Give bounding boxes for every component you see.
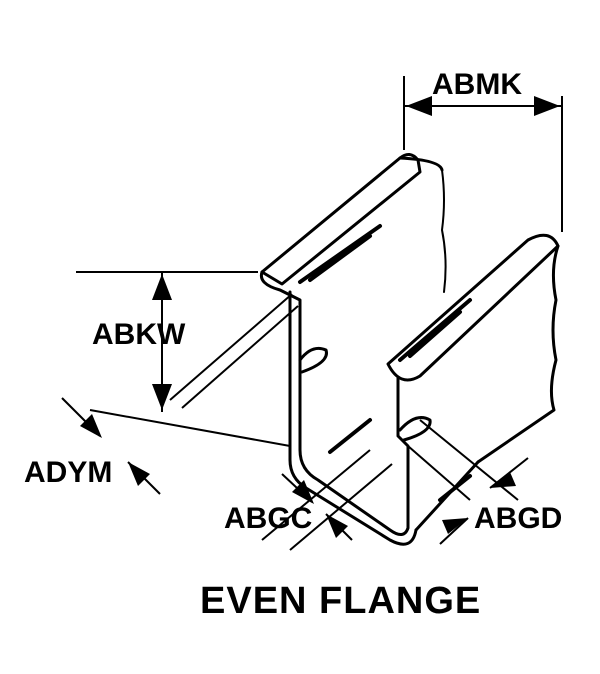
far-left-lip [260,153,422,286]
abmk-arrow-right [534,96,560,116]
dim-label-abgc: ABGC [224,502,313,535]
abmk-arrow-left [406,96,432,116]
far-wall-top [398,156,444,172]
adym-arrow-a [80,414,102,438]
adym-line-b [181,305,299,409]
abgd-leader-b [439,517,469,545]
abgd-ext-b [407,445,471,501]
abkw-ext-bottom [89,409,291,447]
abgd-arrow-a [490,472,516,488]
abgc-ext-b [289,463,393,551]
diagram-caption: EVEN FLANGE [200,580,482,622]
abkw-arrow-top [152,274,172,300]
abkw-arrow-bottom [152,384,172,410]
abgc-arrow-a [292,480,314,504]
adym-arrow-b [128,462,150,486]
left-wall-face [259,270,422,536]
dim-label-adym: ADYM [24,456,113,489]
far-left-edge [441,169,447,293]
abgd-ext-a [419,419,519,501]
far-right-edge [476,244,560,464]
dim-label-abgd: ABGD [474,502,563,535]
abgc-ext-a [261,449,371,541]
right-lip-hatch [398,298,472,362]
abgc-arrow-b [326,514,348,538]
right-lip [386,233,560,382]
abgd-arrow-b [442,518,468,534]
adym-line-a [169,293,293,401]
base-hatch [328,418,472,502]
right-slot [398,416,432,442]
dim-label-abmk: ABMK [432,68,522,101]
left-lip-hatch [298,224,382,284]
dim-label-abkw: ABKW [92,318,186,351]
left-slot [298,346,328,374]
